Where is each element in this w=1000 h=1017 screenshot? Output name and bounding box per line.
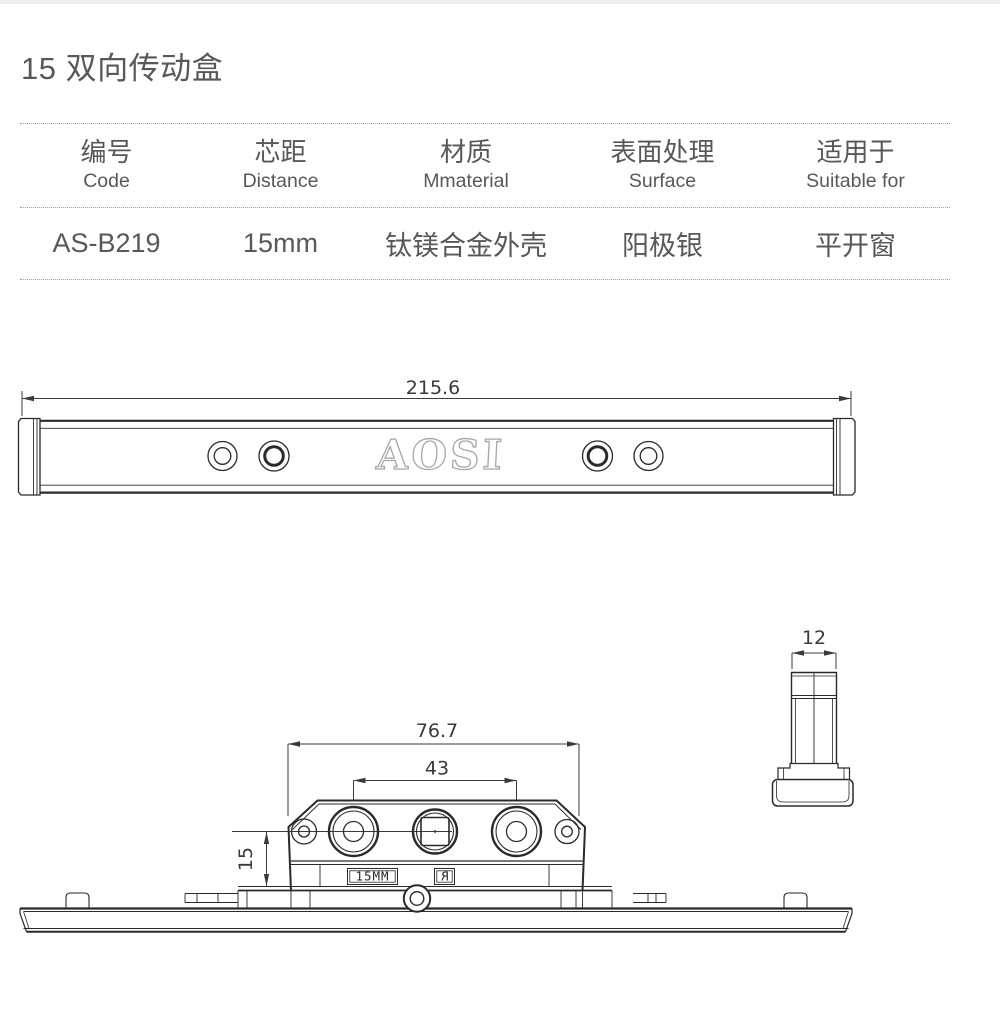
column-code-zh: 编号 xyxy=(80,137,133,167)
spec-value-suitable: 平开窗 xyxy=(815,231,896,261)
left-end-bump xyxy=(65,892,90,909)
spec-column-code: 编号 Code xyxy=(20,124,193,207)
pin-width-dimension: 12 xyxy=(791,627,837,669)
face-plate-edge-view xyxy=(19,892,853,933)
spec-value-code: AS-B219 xyxy=(52,228,161,258)
column-material-zh: 材质 xyxy=(439,137,492,167)
overall-width-text: 76.7 xyxy=(416,720,458,742)
hole-3 xyxy=(581,440,614,472)
spec-value-distance: 15mm xyxy=(242,228,318,258)
column-surface-en: Surface xyxy=(628,170,697,192)
pin-body xyxy=(790,671,838,764)
right-rails xyxy=(633,893,667,903)
column-suitable-zh: 适用于 xyxy=(816,137,895,167)
center-spindle-boss xyxy=(411,808,459,855)
spec-table-header-row: 编号 Code 芯距 Distance 材质 Mmaterial 表面处理 Su… xyxy=(20,124,950,208)
spec-value-material: 钛镁合金外壳 xyxy=(385,231,547,261)
right-end-bump xyxy=(783,892,808,909)
bottom-screw-hole xyxy=(402,884,432,913)
hand-label: R xyxy=(434,868,455,885)
backset-dimension: 15 xyxy=(235,832,270,886)
mount-ear-holes xyxy=(290,818,580,845)
length-dimension-text: 215.6 xyxy=(406,377,460,399)
page-title: 15 双向传动盒 xyxy=(21,51,224,86)
right-boss xyxy=(490,805,543,858)
spec-value-surface: 阳极银 xyxy=(622,231,703,261)
column-distance-en: Distance xyxy=(242,170,319,192)
spec-column-material: 材质 Mmaterial xyxy=(368,124,564,207)
top-view-drawing: 215.6 xyxy=(17,377,856,496)
column-surface-zh: 表面处理 xyxy=(610,137,715,167)
length-dimension: 215.6 xyxy=(21,377,852,416)
brand-logo-text: AOSI xyxy=(374,430,506,479)
spindle-label-text: 15MM xyxy=(355,868,389,883)
pin-base xyxy=(771,778,854,807)
pin-width-text: 12 xyxy=(802,627,826,649)
rail-screw-holes xyxy=(207,440,664,472)
column-suitable-en: Suitable for xyxy=(806,170,905,192)
rail-top-view xyxy=(17,417,856,496)
column-material-en: Mmaterial xyxy=(423,170,509,192)
side-view-drawing: 12 xyxy=(771,627,854,807)
left-boss xyxy=(327,805,380,858)
spec-column-surface: 表面处理 Surface xyxy=(564,124,761,207)
hole-spacing-text: 43 xyxy=(425,758,449,780)
top-edge-strip xyxy=(0,0,1000,4)
pin-collar xyxy=(777,762,851,780)
left-rails xyxy=(184,893,238,903)
column-distance-zh: 芯距 xyxy=(254,137,307,167)
spec-column-distance: 芯距 Distance xyxy=(193,124,368,207)
hole-4 xyxy=(633,440,664,472)
hole-1 xyxy=(207,440,238,472)
hole-2 xyxy=(258,440,290,472)
spec-column-suitable: 适用于 Suitable for xyxy=(761,124,950,207)
spec-table: 编号 Code 芯距 Distance 材质 Mmaterial 表面处理 Su… xyxy=(20,123,950,280)
column-code-en: Code xyxy=(83,170,130,192)
hand-label-text: R xyxy=(440,868,449,883)
backset-text: 15 xyxy=(235,847,257,871)
spindle-size-label: 15MM xyxy=(347,868,398,885)
front-view-drawing: 76.7 43 xyxy=(19,720,853,933)
overall-width-dimension: 76.7 xyxy=(287,720,580,816)
spec-table-value-row: AS-B219 15mm 钛镁合金外壳 阳极银 平开窗 xyxy=(20,208,950,279)
